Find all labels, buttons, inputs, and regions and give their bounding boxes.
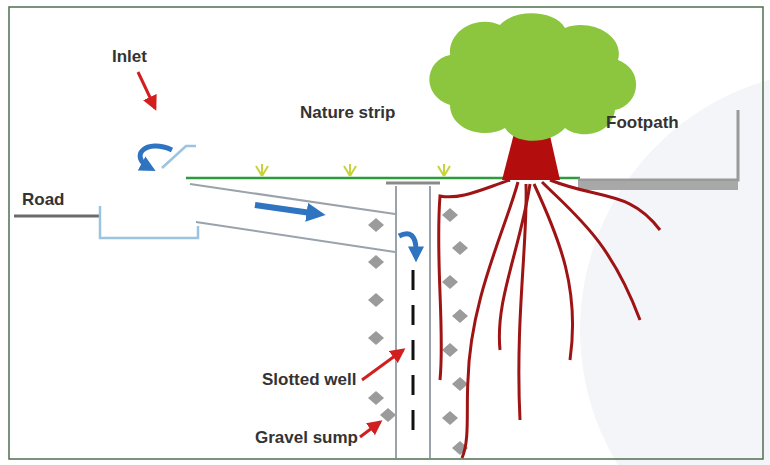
flow-arrow-pipe — [255, 205, 318, 214]
slotted-well-label: Slotted well — [262, 370, 356, 390]
gravel-stone — [368, 293, 384, 307]
inlet-label: Inlet — [112, 47, 147, 67]
leader-inlet — [138, 72, 155, 108]
leader-slotted-well — [362, 350, 403, 380]
pipe-top — [190, 184, 395, 214]
well-slots — [412, 270, 415, 430]
leader-gravel-sump — [360, 422, 380, 437]
well-wall-right — [429, 186, 431, 458]
gravel-stone — [452, 309, 468, 323]
footpath-label: Footpath — [606, 113, 679, 133]
gravel-stone — [368, 218, 384, 232]
tree-canopy — [429, 13, 636, 140]
gravel-stone — [368, 391, 384, 405]
gravel-stone — [368, 255, 384, 269]
tree-roots — [439, 180, 660, 458]
gravel-stone — [442, 208, 458, 222]
gravel-stone — [442, 411, 458, 425]
gravel-stone — [380, 408, 396, 422]
well-lid — [386, 182, 440, 185]
frame — [9, 7, 763, 459]
gravel-stone — [452, 377, 468, 391]
gravel-stones — [368, 208, 468, 455]
gravel-sump-label: Gravel sump — [255, 428, 358, 448]
gravel-stone — [442, 275, 458, 289]
footpath-slab — [578, 181, 738, 190]
road-surface — [14, 215, 100, 218]
gravel-stone — [452, 241, 468, 255]
pipe-bottom — [196, 222, 395, 252]
gravel-stone — [442, 343, 458, 357]
flow-arrow-well — [399, 234, 416, 256]
gravel-stone — [368, 331, 384, 345]
nature-strip-label: Nature strip — [300, 103, 395, 123]
background-circle — [580, 70, 770, 465]
road-label: Road — [22, 190, 65, 210]
flow-arrow-inlet — [140, 146, 172, 168]
well-wall-left — [395, 186, 397, 458]
inlet-pit — [100, 206, 198, 238]
